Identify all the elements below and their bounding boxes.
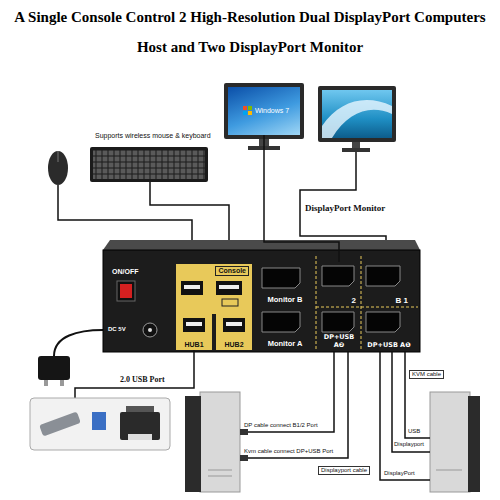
dp-cable (240, 352, 334, 432)
power-cable (54, 330, 103, 356)
kvm-switch (103, 250, 420, 352)
usb-port-tongue (184, 285, 200, 289)
usb-cable (405, 352, 430, 438)
monitor-stand (352, 142, 360, 148)
annotation-label: USB (408, 428, 420, 435)
power-adapter (38, 356, 70, 380)
annotation-label: DP cable connect B1/2 Port (244, 422, 318, 429)
windows-logo (243, 106, 247, 110)
diagram-title: A Single Console Control 2 High-Resoluti… (5, 2, 495, 62)
computer-front (468, 396, 480, 492)
port-divider (316, 307, 418, 308)
adapter-prong (60, 380, 64, 386)
computer-tower (200, 392, 240, 492)
displayport-port (366, 266, 400, 286)
screen-wave (322, 100, 392, 138)
kvm-input: DP+USB A❷ (318, 308, 360, 350)
adapter-prong (44, 380, 48, 386)
port-divider (316, 256, 317, 350)
node-label: 2 (352, 296, 356, 305)
annotation-label: Kvm cable connect DP+USB Port (244, 448, 333, 455)
usb-port (183, 318, 205, 332)
power-switch (117, 281, 135, 301)
monitor-port: Monitor A (256, 308, 314, 350)
annotation-label: DisplayPort (384, 470, 415, 477)
switch-top-face (103, 240, 420, 250)
usb-port (223, 318, 245, 332)
node-label: Monitor A (268, 340, 303, 349)
usb-port (216, 281, 242, 295)
usb-port-tongue (226, 322, 242, 326)
node-label: Monitor B (268, 296, 303, 305)
port-divider (361, 256, 362, 350)
dp-cable (392, 352, 430, 452)
computer-tower (430, 392, 470, 492)
annotation-label: DC 5V (108, 326, 126, 333)
cable-connector (264, 135, 339, 262)
node-label: DP+USB A❶ (367, 342, 410, 349)
node-label: HUB2 (224, 341, 243, 349)
annotation-label: Displayport (394, 441, 424, 448)
hub-port: HUB1 (176, 314, 212, 350)
monitor-frame (224, 83, 304, 139)
monitor-screen (322, 90, 392, 138)
peripherals-panel (30, 398, 170, 450)
monitor-frame (318, 86, 396, 142)
node-label: Windows 7 (255, 107, 289, 115)
vent (208, 470, 232, 471)
vent (436, 470, 462, 471)
node-label: DP+USB A❷ (318, 334, 360, 349)
annotation-label: ON/OFF (112, 268, 138, 276)
mouse-button-split (58, 151, 59, 162)
kvm-cable (240, 352, 348, 458)
usb-port (181, 281, 203, 295)
monitor-base (342, 148, 370, 152)
usb-port-tongue (219, 285, 239, 289)
cable-plug (240, 429, 248, 435)
usb-hub (39, 412, 81, 437)
displayport-input: B 1 (362, 262, 412, 306)
kvm-input: DP+USB A❶ (362, 308, 416, 350)
annotation-label: DisplayPort Monitor (305, 204, 385, 214)
windows-logo (248, 111, 252, 115)
printer-paper (128, 434, 152, 440)
displayport-port (366, 312, 400, 332)
cable-tag: Displayport cable (318, 466, 370, 475)
computer-front (185, 396, 201, 492)
monitor-screen: Windows 7 (228, 87, 300, 135)
displayport-port (262, 268, 300, 288)
displayport-port (262, 312, 300, 332)
vent (208, 476, 232, 477)
monitor-stand (259, 139, 269, 146)
displayport-port (322, 266, 354, 286)
mouse (48, 151, 68, 185)
memory-card (92, 412, 106, 430)
console-panel: Console (176, 264, 252, 314)
windows-logo (243, 111, 247, 115)
node-label: HUB1 (184, 341, 203, 349)
displayport-port (322, 312, 354, 332)
dc-jack (143, 323, 157, 337)
keyboard (90, 147, 208, 182)
windows-logo (248, 106, 252, 110)
monitor-base (248, 146, 280, 150)
power-rocker (120, 284, 132, 298)
printer (120, 412, 160, 440)
cable-tag: KVM cable (409, 370, 444, 379)
usb-port-tongue (186, 322, 202, 326)
dc-jack-pin (148, 328, 152, 332)
hub-port: HUB2 (216, 314, 252, 350)
cable-plug (240, 455, 248, 461)
usb-cable (75, 350, 194, 398)
displayport-input: 2 (318, 262, 360, 306)
node-label: B 1 (396, 296, 408, 305)
monitor-port: Monitor B (256, 264, 314, 306)
annotation-label: 2.0 USB Port (120, 376, 165, 385)
annotation-label: Supports wireless mouse & keyboard (95, 132, 211, 140)
node-label: Console (215, 266, 249, 276)
keyboard-keys (93, 150, 205, 179)
keyboard-icon (222, 299, 238, 306)
